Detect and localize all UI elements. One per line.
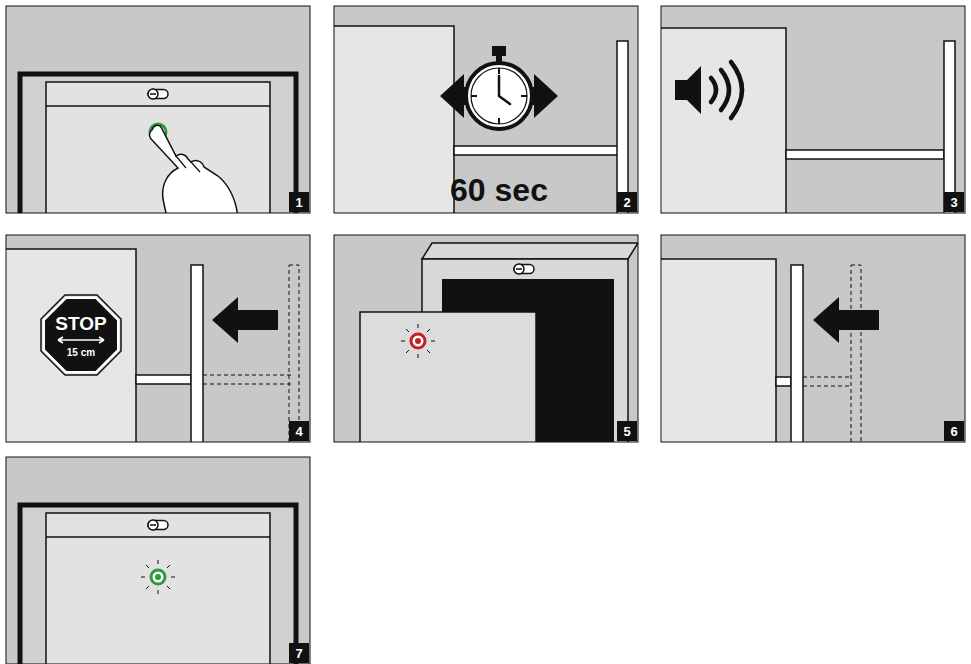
- illustration-part: [212, 297, 278, 343]
- illustration-part: [149, 125, 238, 213]
- illustration-part: [334, 235, 638, 442]
- illustration-part: [661, 235, 965, 442]
- stop-sign-text: STOP: [55, 314, 106, 333]
- illustration-part: [41, 295, 121, 375]
- illustration-part: [422, 243, 638, 259]
- panel-6: [659, 235, 965, 449]
- illustration-part: [141, 560, 175, 594]
- illustration-part: [661, 28, 786, 213]
- step-number: 3: [944, 192, 964, 212]
- step-number: 4: [289, 421, 309, 441]
- panel-2: [332, 6, 638, 216]
- illustration-part: [289, 265, 299, 442]
- illustration-part: [661, 259, 776, 442]
- illustration-part: [813, 297, 879, 343]
- step-number: 1: [289, 192, 309, 212]
- illustration-part: [334, 6, 638, 213]
- illustration-part: [334, 26, 454, 213]
- illustration-part: [148, 520, 168, 530]
- illustration-part: [661, 235, 965, 442]
- illustration-part: [151, 570, 165, 584]
- illustration-part: [6, 249, 136, 442]
- distance-label: 15 cm: [67, 348, 95, 358]
- illustration-part: [617, 41, 628, 213]
- illustration-part: [360, 312, 536, 442]
- illustration-part: [155, 574, 161, 580]
- panel-1: [6, 6, 310, 232]
- illustration-part: [6, 6, 310, 213]
- illustration-part: [46, 536, 270, 538]
- illustration-part: [148, 89, 168, 99]
- step-number: 6: [944, 421, 964, 441]
- illustration-part: [44, 298, 118, 372]
- illustration-part: [851, 265, 861, 442]
- illustration-part: [6, 6, 310, 213]
- illustration-part: [401, 324, 435, 358]
- panel-4: [4, 235, 310, 445]
- illustration-part: [803, 377, 851, 386]
- panel-5: [334, 235, 638, 452]
- illustration-part: [499, 76, 510, 104]
- illustration-part: [334, 235, 638, 442]
- illustration-part: [776, 377, 791, 386]
- illustration-part: [786, 150, 944, 159]
- illustration-part: [471, 68, 527, 124]
- illustration-part: [471, 68, 527, 124]
- step-number: 5: [617, 421, 637, 441]
- illustration-part: [661, 6, 965, 213]
- illustration-part: [711, 62, 742, 118]
- illustration-part: [46, 105, 270, 107]
- panel-3: [659, 6, 965, 218]
- illustration-part: [46, 82, 270, 213]
- illustration-part: [454, 146, 619, 155]
- illustration-part: [411, 334, 425, 348]
- illustration-part: [6, 457, 310, 664]
- panel-7: [6, 457, 310, 664]
- illustration-part: [944, 41, 955, 213]
- illustration-part: [203, 375, 294, 384]
- illustration-part: [334, 6, 638, 213]
- illustration-part: [675, 66, 701, 114]
- illustration-part: [466, 63, 532, 129]
- illustration-part: [661, 6, 965, 213]
- illustration-part: [6, 235, 310, 442]
- step-number: 7: [289, 643, 309, 663]
- illustration-part: [514, 264, 534, 274]
- time-label: 60 sec: [450, 174, 548, 206]
- illustration-part: [191, 265, 203, 442]
- illustration-part: [6, 235, 310, 442]
- illustration-part: [496, 54, 502, 62]
- illustration-part: [136, 375, 191, 384]
- illustration-part: [46, 513, 270, 664]
- illustration-part: [176, 156, 200, 172]
- illustration-part: [791, 265, 803, 442]
- illustration-part: [415, 338, 421, 344]
- step-number: 2: [617, 192, 637, 212]
- illustration-part: [6, 457, 310, 664]
- illustration-part: [58, 337, 104, 343]
